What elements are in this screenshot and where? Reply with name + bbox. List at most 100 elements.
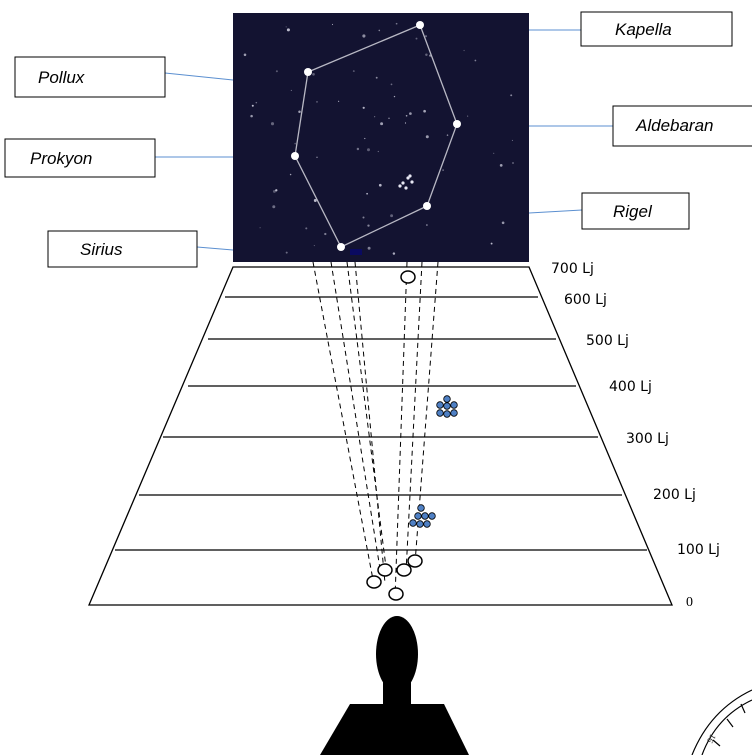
faint-star [426, 224, 428, 226]
faint-star [313, 245, 315, 247]
faint-star [374, 116, 376, 118]
marker-near-5 [388, 587, 404, 601]
label-pollux-text: Pollux [38, 68, 85, 87]
faint-star [467, 115, 469, 117]
faint-star [362, 216, 365, 219]
faint-star [272, 189, 276, 193]
faint-star [493, 152, 495, 154]
faint-star [392, 252, 396, 255]
marker-near-2 [366, 575, 382, 589]
faint-star [390, 83, 393, 86]
faint-star [356, 147, 360, 151]
night-sky-panel [233, 13, 529, 262]
dist-label-700: 700 Lj [551, 261, 594, 277]
faint-star [423, 109, 426, 113]
label-prokyon: Prokyon [4, 138, 156, 178]
label-rigel-text: Rigel [613, 202, 653, 221]
faint-star [275, 189, 278, 192]
faint-star [250, 114, 253, 118]
faint-star [406, 176, 410, 180]
star-kapella [416, 21, 424, 29]
faint-star [425, 53, 428, 56]
faint-star [499, 164, 503, 167]
faint-star [270, 122, 275, 126]
faint-stars [243, 22, 514, 255]
dist-label-600: 600 Lj [564, 292, 607, 308]
star-rigel [423, 202, 431, 210]
faint-star [378, 29, 381, 32]
faint-star [378, 183, 382, 187]
dark-blue-marker [350, 249, 362, 255]
star-pollux [304, 68, 312, 76]
faint-star [410, 180, 414, 184]
label-sirius: Sirius [47, 230, 198, 268]
faint-star [367, 224, 370, 227]
faint-star [298, 110, 301, 113]
faint-star [259, 227, 261, 229]
faint-star [362, 106, 365, 109]
faint-star [286, 28, 290, 32]
faint-star [511, 139, 513, 141]
faint-star [501, 221, 505, 225]
faint-star [424, 35, 428, 38]
marker-near-1 [377, 563, 393, 577]
distance-labels: 700 Lj 600 Lj 500 Lj 400 Lj 300 Lj 200 L… [551, 261, 720, 610]
faint-star [316, 156, 318, 158]
faint-star [352, 70, 355, 73]
faint-star [463, 49, 465, 52]
faint-star [294, 142, 297, 145]
cluster-150 [409, 504, 436, 528]
marker-700 [400, 270, 416, 284]
faint-star [366, 192, 368, 195]
faint-star [404, 122, 407, 124]
label-prokyon-text: Prokyon [30, 149, 92, 168]
faint-star [405, 114, 408, 117]
faint-star [393, 95, 396, 98]
distance-lines [115, 296, 647, 551]
label-aldebaran-text: Aldebaran [635, 116, 714, 135]
dist-label-400: 400 Lj [609, 379, 652, 395]
faint-star [331, 23, 334, 26]
faint-star [313, 199, 317, 202]
dist-label-500: 500 Lj [586, 333, 629, 349]
cluster-400 [436, 395, 458, 418]
faint-star [388, 117, 390, 119]
faint-star [425, 135, 429, 139]
faint-star [362, 34, 366, 38]
faint-star [289, 173, 292, 176]
faint-star [380, 122, 384, 126]
faint-star [272, 205, 276, 209]
star-sirius [337, 243, 345, 251]
faint-star [251, 104, 254, 107]
faint-star [243, 53, 247, 57]
dist-label-0: 0 [686, 595, 693, 610]
marker-near-4 [407, 554, 423, 568]
faint-star [510, 94, 513, 97]
leader-lines [155, 29, 613, 251]
label-sirius-text: Sirius [80, 240, 123, 259]
label-kapella-text: Kapella [615, 20, 672, 39]
dial-fragment [691, 689, 752, 755]
faint-star [364, 137, 366, 140]
faint-star [512, 162, 514, 164]
star-distance-markers [366, 270, 423, 601]
faint-star [338, 100, 340, 102]
faint-star [404, 186, 408, 190]
faint-star [442, 169, 444, 171]
star-prokyon [291, 152, 299, 160]
dist-label-200: 200 Lj [653, 487, 696, 503]
distance-trapezoid [88, 266, 673, 606]
marker-near-3 [396, 563, 412, 577]
star-aldebaran [453, 120, 461, 128]
observer-silhouette [320, 616, 469, 755]
bright-stars [291, 21, 461, 251]
faint-star [255, 101, 258, 104]
faint-star [398, 184, 402, 188]
faint-star [415, 37, 418, 40]
label-rigel: Rigel [581, 192, 690, 230]
sight-lines [312, 261, 439, 599]
faint-star [285, 251, 288, 254]
faint-star [446, 134, 449, 136]
faint-star [401, 181, 405, 185]
